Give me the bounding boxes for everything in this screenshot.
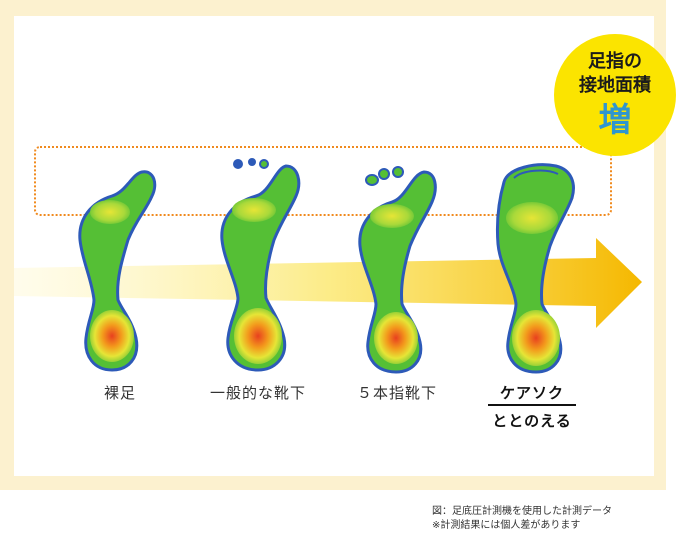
badge-line-2: 接地面積 [579,75,651,96]
footprint-care-sock [496,163,575,374]
toe-area-highlight-box [34,146,612,216]
toe-contact-area-increase-badge: 足指の 接地面積 増 [554,34,676,156]
badge-line-1: 足指の [588,51,642,72]
label-barefoot: 裸足 [103,384,136,402]
label-care-sock: ケアソク [499,384,564,402]
badge-increase-kanji: 増 [598,100,632,139]
footprint-five-toe-socks [358,166,437,374]
disclaimer-note: ※計測結果には個人差があります [432,520,581,531]
label-ordinary-socks: 一般的な靴下 [209,384,306,402]
label-five-toe-socks: ５本指靴下 [356,384,437,402]
care-sock-underline [488,404,576,406]
source-note: 図：足底圧計測機を使用した計測データ [432,506,612,517]
label-care-sock-sub: ととのえる [492,412,572,430]
footprint-barefoot [78,170,157,372]
footprint-ordinary-socks [220,158,301,372]
